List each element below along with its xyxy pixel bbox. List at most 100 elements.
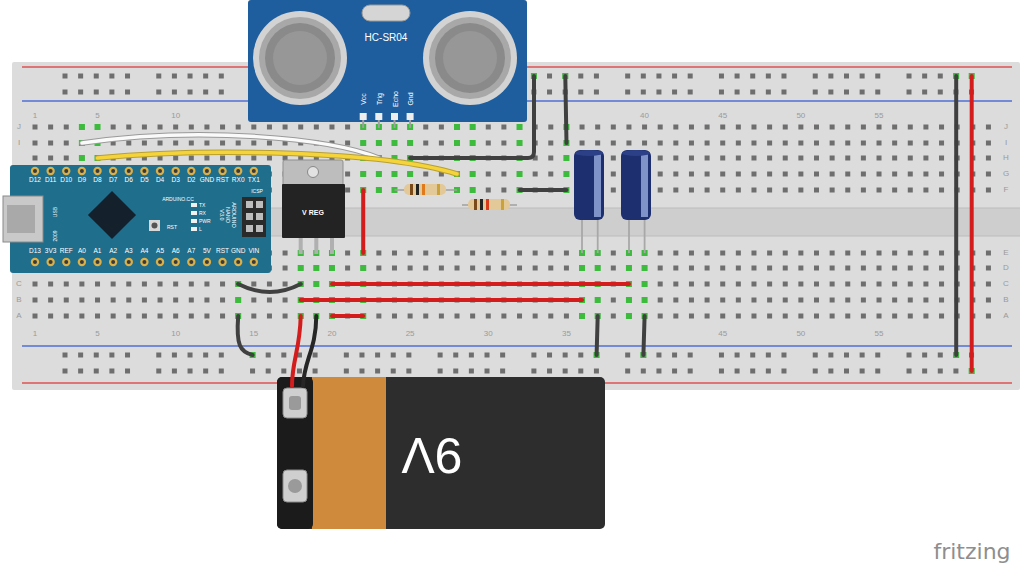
breadboard-hole [203, 353, 208, 358]
resistor-band [480, 199, 483, 210]
breadboard-hole [877, 141, 882, 146]
breadboard-hole [486, 266, 491, 271]
header-pin [93, 167, 101, 175]
breadboard-hole [267, 314, 272, 319]
breadboard-hole [814, 156, 819, 161]
breadboard-hole [548, 156, 553, 161]
connected-hole [454, 124, 460, 130]
breadboard-hole [828, 74, 833, 79]
breadboard-hole [673, 188, 678, 193]
breadboard-hole [78, 353, 83, 358]
pin-label: TX1 [248, 177, 260, 184]
breadboard-hole [877, 251, 882, 256]
voltage-label: 9V [401, 430, 462, 480]
breadboard-hole [408, 251, 413, 256]
breadboard-hole [642, 266, 647, 271]
connected-hole [95, 124, 101, 130]
header-pin-hole [174, 169, 178, 173]
breadboard-hole [922, 353, 927, 358]
breadboard-hole [594, 74, 599, 79]
header-pin [31, 258, 39, 266]
breadboard-hole [673, 298, 678, 303]
breadboard-hole [953, 369, 958, 374]
capacitor-top [575, 150, 603, 156]
reset-button [149, 220, 160, 231]
row-letter: A [16, 312, 21, 320]
breadboard-hole [250, 369, 255, 374]
column-number: 45 [718, 330, 727, 338]
breadboard-hole [673, 251, 678, 256]
connected-hole [391, 171, 397, 177]
breadboard-hole [751, 188, 756, 193]
pin-label: D10 [60, 177, 72, 184]
breadboard-hole [736, 156, 741, 161]
wire [597, 316, 598, 355]
breadboard-hole [267, 156, 272, 161]
regulator-leg [330, 236, 334, 254]
battery-terminal [288, 479, 302, 493]
breadboard-hole [939, 172, 944, 177]
breadboard-hole [783, 141, 788, 146]
regulator-leg [314, 236, 318, 254]
wire [332, 282, 629, 286]
breadboard-hole [845, 266, 850, 271]
connected-hole [626, 265, 632, 271]
breadboard-hole [595, 125, 600, 130]
breadboard-hole [345, 188, 350, 193]
breadboard-hole [781, 369, 786, 374]
connected-hole [235, 297, 241, 303]
breadboard-hole [626, 141, 631, 146]
arduino-board [10, 165, 271, 273]
breadboard-hole [845, 298, 850, 303]
breadboard-hole [705, 172, 710, 177]
breadboard-hole [204, 156, 209, 161]
breadboard-hole [188, 74, 193, 79]
pin-label: Gnd [407, 92, 414, 105]
pin-label: A3 [125, 248, 133, 255]
pin-label: D13 [29, 248, 41, 255]
breadboard-hole [126, 141, 131, 146]
sensor-leg [378, 120, 380, 128]
breadboard-hole [673, 156, 678, 161]
breadboard-hole [204, 298, 209, 303]
breadboard-hole [156, 90, 161, 95]
breadboard-hole [735, 369, 740, 374]
breadboard-hole [642, 141, 647, 146]
breadboard-hole [611, 141, 616, 146]
breadboard-hole [439, 251, 444, 256]
header-pin-hole [33, 260, 37, 264]
crystal [362, 5, 410, 21]
breadboard-hole [736, 298, 741, 303]
header-pin [109, 167, 117, 175]
header-pin [78, 258, 86, 266]
breadboard-hole [845, 251, 850, 256]
connected-hole [360, 140, 366, 146]
breadboard-hole [48, 141, 53, 146]
breadboard-hole [594, 369, 599, 374]
breadboard-hole [861, 266, 866, 271]
regulator-leg [299, 236, 303, 254]
header-pin [218, 258, 226, 266]
breadboard-hole [814, 266, 819, 271]
breadboard-hole [861, 251, 866, 256]
header-pin [78, 167, 86, 175]
breadboard-hole [830, 188, 835, 193]
breadboard-hole [736, 266, 741, 271]
breadboard-hole [861, 282, 866, 287]
breadboard-hole [517, 266, 522, 271]
breadboard-hole [641, 74, 646, 79]
breadboard-hole [986, 251, 991, 256]
breadboard-hole [406, 369, 411, 374]
breadboard-hole [189, 298, 194, 303]
header-pin [62, 167, 70, 175]
header-pin [125, 258, 133, 266]
breadboard-hole [626, 314, 631, 319]
breadboard-hole [720, 172, 725, 177]
breadboard-hole [658, 125, 663, 130]
breadboard-hole [361, 172, 366, 177]
breadboard-hole [501, 172, 506, 177]
breadboard-hole [908, 188, 913, 193]
breadboard-hole [783, 266, 788, 271]
breadboard-hole [719, 74, 724, 79]
